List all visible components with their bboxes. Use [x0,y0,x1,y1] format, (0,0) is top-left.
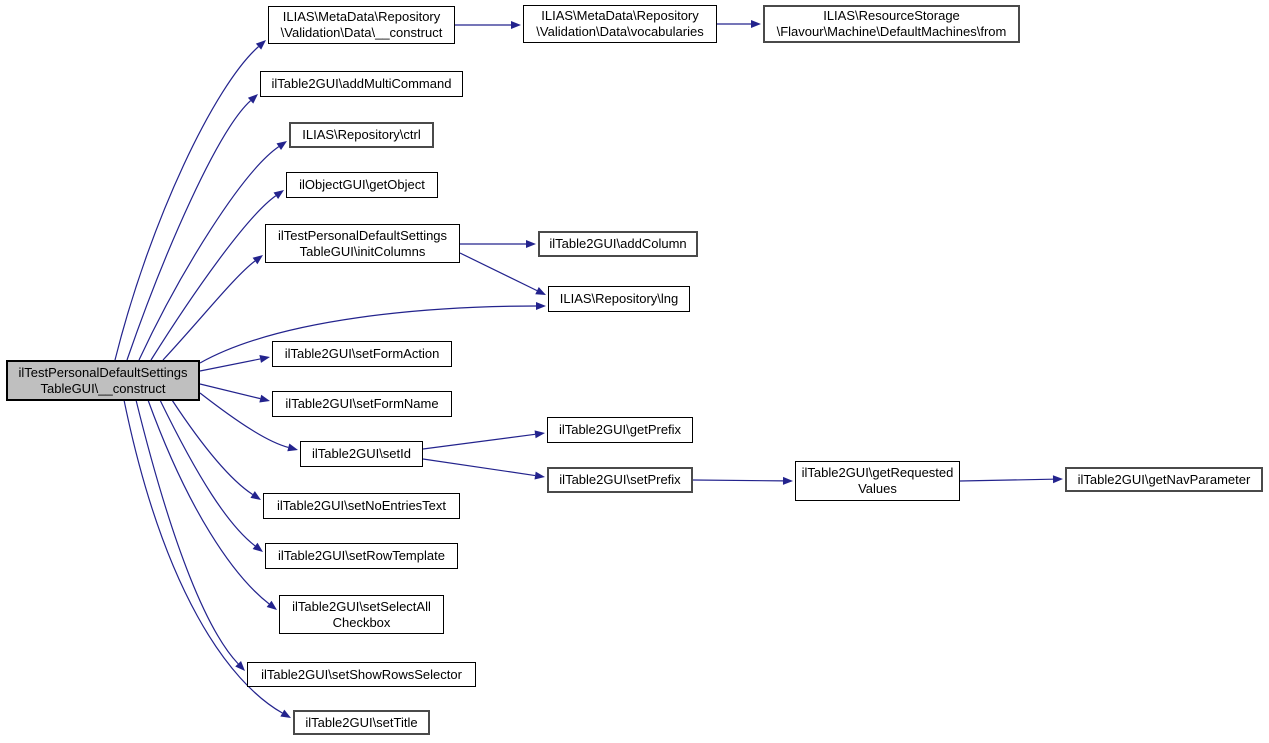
node-label-line: \Validation\Data\vocabularies [536,24,704,39]
arrowhead-icon [235,660,245,671]
node-md-vocabularies[interactable]: ILIAS\MetaData\Repository\Validation\Dat… [523,5,717,43]
node-label-line: ILIAS\MetaData\Repository [541,8,699,24]
node-get-object[interactable]: ilObjectGUI\getObject [286,172,438,198]
node-set-id[interactable]: ilTable2GUI\setId [300,441,423,467]
edge-set-prefix-to-get-requested-values [692,479,784,482]
node-label-line: ilTable2GUI\setRowTemplate [278,548,445,564]
arrowhead-icon [526,240,536,248]
node-get-nav-parameter[interactable]: ilTable2GUI\getNavParameter [1065,467,1263,492]
arrowhead-icon [259,355,270,363]
node-rs-from[interactable]: ILIAS\ResourceStorage\Flavour\Machine\De… [763,5,1020,43]
node-label-line: ilTable2GUI\setPrefix [559,472,681,488]
arrowhead-icon [782,476,793,485]
node-label-line: TableGUI\initColumns [299,243,426,259]
node-label-line: ilTable2GUI\setShowRowsSelector [261,666,462,682]
node-lng[interactable]: ILIAS\Repository\lng [548,286,690,312]
arrowhead-icon [287,443,298,452]
node-label-line: ilTable2GUI\setId [312,446,411,462]
edge-construct-main-to-set-title [123,399,283,714]
arrowhead-icon [255,40,266,50]
arrowhead-icon [276,141,287,150]
edge-construct-main-to-md-construct [114,46,259,361]
arrowhead-icon [266,600,277,610]
edge-construct-main-to-get-object [150,195,277,361]
node-label-line: ilTable2GUI\setFormAction [284,346,440,362]
edge-construct-main-to-set-row-template [159,399,256,547]
node-label-line: ilTable2GUI\setSelectAll [292,598,431,614]
arrowhead-icon [280,709,291,718]
node-label-line: ilTable2GUI\getPrefix [558,422,682,438]
node-ctrl[interactable]: ILIAS\Repository\ctrl [289,122,434,148]
node-label-line: ilTable2GUI\addMultiCommand [271,76,452,92]
arrowhead-icon [511,21,521,29]
node-label-line: ilTestPersonalDefaultSettings [277,227,448,243]
node-set-row-template[interactable]: ilTable2GUI\setRowTemplate [265,543,458,569]
edge-construct-main-to-set-no-entries-text [171,399,253,496]
node-set-title[interactable]: ilTable2GUI\setTitle [293,710,430,735]
node-label-line: ilTable2GUI\getRequested [801,465,954,481]
node-get-prefix[interactable]: ilTable2GUI\getPrefix [547,417,693,443]
node-label-line: ilTestPersonalDefaultSettings [18,364,188,380]
node-add-column[interactable]: ilTable2GUI\addColumn [538,231,698,257]
node-label-line: ilTable2GUI\setTitle [305,714,418,730]
node-label-line: ILIAS\Repository\lng [559,291,679,307]
arrowhead-icon [247,94,258,104]
arrowhead-icon [252,542,263,552]
node-label-line: ilTable2GUI\setNoEntriesText [276,498,447,514]
edge-set-id-to-get-prefix [422,433,536,450]
node-label-line: ILIAS\ResourceStorage [823,8,960,24]
arrowhead-icon [250,491,261,500]
edge-construct-main-to-set-form-name [199,383,261,400]
node-add-multi-command[interactable]: ilTable2GUI\addMultiCommand [260,71,463,97]
edge-construct-main-to-set-show-rows-selector [135,399,239,665]
node-label-line: ilObjectGUI\getObject [299,177,425,193]
node-label-line: \Flavour\Machine\DefaultMachines\from [776,24,1007,39]
arrowhead-icon [252,255,263,265]
edge-get-requested-values-to-get-nav-parameter [959,478,1054,482]
edge-construct-main-to-lng [199,305,537,364]
arrowhead-icon [534,430,545,439]
node-label-line: ilTable2GUI\setFormName [285,396,439,412]
node-label-line: ILIAS\MetaData\Repository [282,9,441,25]
node-label-line: Values [858,481,897,496]
edge-set-id-to-set-prefix [422,458,536,477]
node-label-line: \Validation\Data\__construct [280,25,443,40]
edge-init-columns-to-lng [459,252,538,292]
arrowhead-icon [751,20,761,28]
node-md-construct[interactable]: ILIAS\MetaData\Repository\Validation\Dat… [268,6,455,44]
node-set-form-name[interactable]: ilTable2GUI\setFormName [272,391,452,417]
node-label-line: ilTable2GUI\addColumn [549,236,687,252]
arrowhead-icon [535,287,546,295]
node-label-line: ilTable2GUI\getNavParameter [1077,471,1251,487]
node-label-line: TableGUI\__construct [40,380,166,396]
edge-construct-main-to-ctrl [138,146,280,361]
edge-construct-main-to-set-form-action [199,358,261,372]
node-label-line: Checkbox [332,614,391,630]
edge-construct-main-to-set-id [199,392,289,449]
node-set-form-action[interactable]: ilTable2GUI\setFormAction [272,341,452,367]
arrowhead-icon [273,190,284,200]
arrowhead-icon [534,471,545,480]
node-set-show-rows-selector[interactable]: ilTable2GUI\setShowRowsSelector [247,662,476,687]
edge-construct-main-to-set-select-all-checkbox [147,399,270,605]
edge-construct-main-to-add-multi-command [126,100,251,361]
node-set-prefix[interactable]: ilTable2GUI\setPrefix [547,467,693,493]
node-set-no-entries-text[interactable]: ilTable2GUI\setNoEntriesText [263,493,460,519]
arrowhead-icon [259,394,270,403]
node-label-line: ILIAS\Repository\ctrl [302,127,421,143]
edge-construct-main-to-init-columns [162,260,256,361]
arrowhead-icon [536,302,546,310]
arrowhead-icon [1052,475,1063,484]
